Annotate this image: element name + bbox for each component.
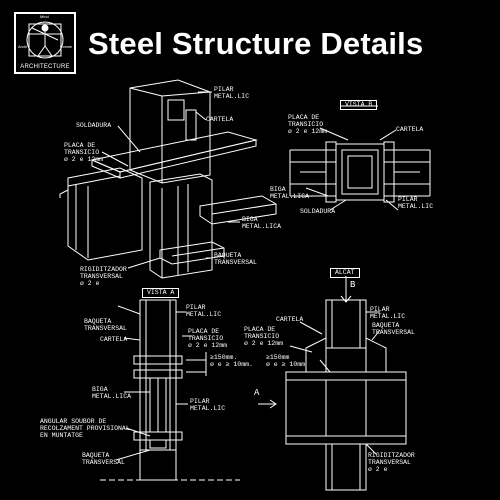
logo-archi-text: Archi: [18, 44, 28, 49]
alcat-arrow-a-label: A: [254, 388, 260, 398]
isometric-joint: [59, 79, 277, 279]
logo-architecture-text: ARCHITECTURE: [20, 64, 70, 70]
vitruvian-man-icon: [26, 21, 64, 59]
va-biga-label: BIGA METAL.LICA: [92, 386, 132, 400]
va-pilar-top-label: PILAR METAL.LIC: [186, 304, 222, 318]
iso-cartela-label: CARTELA: [206, 116, 234, 123]
vista-a-section: [100, 299, 240, 481]
vista-a-tag: VISTA A: [142, 288, 180, 298]
page-title: Steel Structure Details: [88, 26, 424, 61]
va-cartela-label: CARTELA: [100, 336, 128, 343]
vista-b-section: [289, 105, 431, 211]
iso-baqueta-label: BAQUETA TRANSVERSAL: [214, 252, 257, 266]
va-baqueta-bot-label: BAQUETA TRANSVERSAL: [82, 452, 125, 466]
logo-mind-text: Mind: [40, 14, 49, 19]
iso-pilar-label: PILAR METAL.LIC: [214, 86, 250, 100]
va-pilar-bot-label: PILAR METAL.LIC: [190, 398, 226, 412]
alcat-placa-label: PLACA DE TRANSICIO ø 2 e 12mm: [244, 326, 284, 347]
logo-create-text: Create: [59, 44, 72, 49]
va-angular-label: ANGULAR SOUBOR DE RECOLZAMENT PROVISIONA…: [40, 418, 130, 439]
iso-biga-label: BIGA METAL.LICA: [242, 216, 282, 230]
iso-soldadura-label: SOLDADURA: [76, 122, 112, 129]
alcat-arrow-b-label: B: [350, 280, 356, 290]
alcat-tag: ALCAT: [330, 268, 360, 278]
alcat-rigid-label: RIGIDITZADOR TRANSVERSAL ø 2 e: [368, 452, 415, 473]
alcat-dim-label: ≥150mm ø e ≥ 10mm: [266, 354, 306, 368]
iso-placa-label: PLACA DE TRANSICIO ø 2 e 12mm: [64, 142, 104, 163]
alcat-pilar-label: PILAR METAL.LIC: [370, 306, 406, 320]
vb-cartela-label: CARTELA: [396, 126, 424, 133]
alcat-cartela-label: CARTELA: [276, 316, 304, 323]
vb-soldadura-label: SOLDADURA: [300, 208, 336, 215]
vista-b-tag: VISTA B: [340, 100, 378, 110]
va-baqueta-top-label: BAQUETA TRANSVERSAL: [84, 318, 127, 332]
vb-placa-label: PLACA DE TRANSICIO ø 2 e 12mm: [288, 114, 328, 135]
alcat-baqueta-label: BAQUETA TRANSVERSAL: [372, 322, 415, 336]
va-placa-label: PLACA DE TRANSICIO ø 2 e 12mm: [188, 328, 228, 349]
va-dim-label: ≥150mm. ø e ≥ 10mm.: [210, 354, 253, 368]
alcat-section: [258, 276, 407, 491]
vb-biga-label: BIGA METAL.LICA: [270, 186, 310, 200]
vb-pilar-label: PILAR METAL.LIC: [398, 196, 434, 210]
logo: Mind Archi Create ARCHITECTURE: [14, 12, 76, 74]
iso-rigid-label: RIGIDITZADOR TRANSVERSAL ø 2 e: [80, 266, 127, 287]
